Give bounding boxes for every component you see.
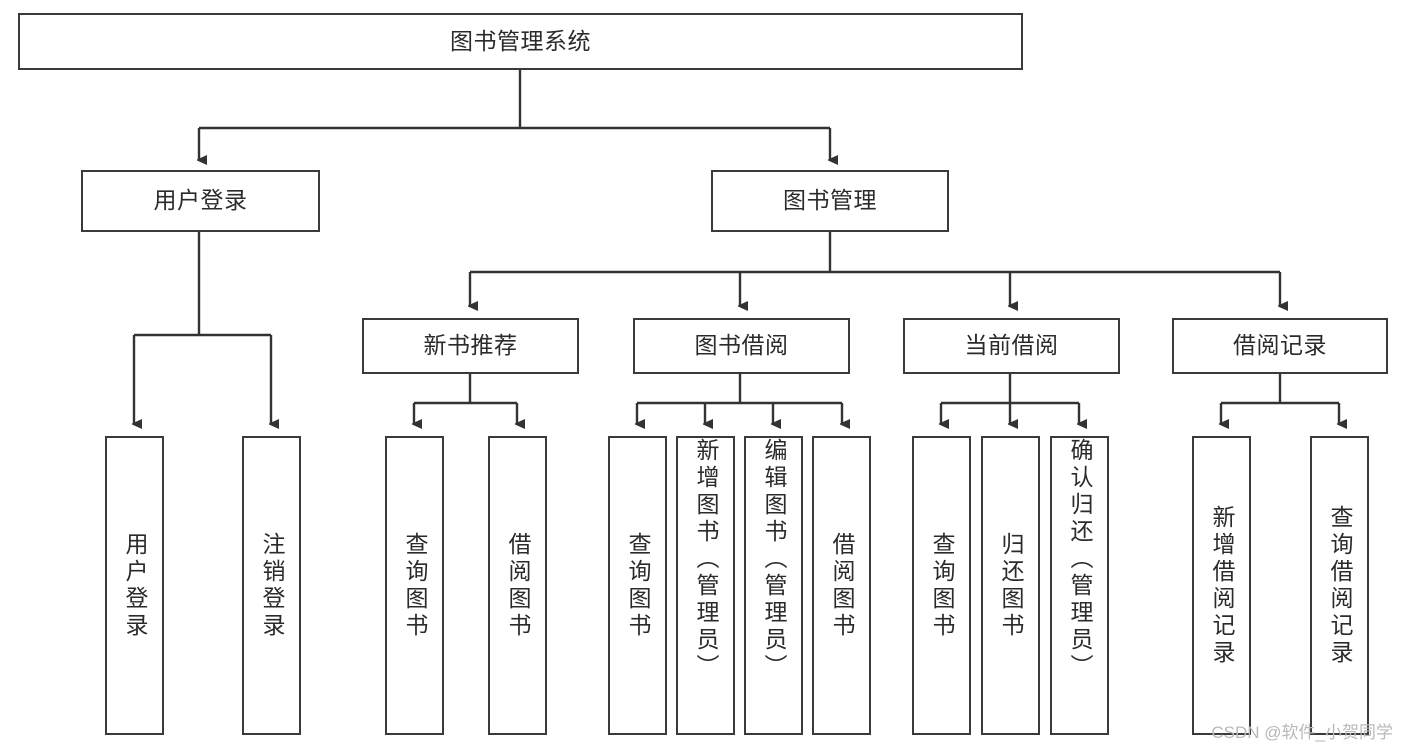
leaf-book-borrow-edit[interactable]: 编辑图书（管理员） bbox=[744, 436, 803, 735]
node-book-borrow-label: 图书借阅 bbox=[694, 332, 789, 359]
node-user-login-label: 用户登录 bbox=[153, 187, 248, 214]
leaf-label: 新增图书（管理员） bbox=[693, 438, 719, 681]
leaf-current-borrow-query[interactable]: 查询图书 bbox=[912, 436, 971, 735]
node-new-book-recommend-label: 新书推荐 bbox=[423, 332, 518, 359]
leaf-label: 查询图书 bbox=[402, 531, 428, 640]
leaf-new-book-query[interactable]: 查询图书 bbox=[385, 436, 444, 735]
leaf-current-borrow-confirm-return[interactable]: 确认归还（管理员） bbox=[1050, 436, 1109, 735]
leaf-user-login-logout[interactable]: 注销登录 bbox=[242, 436, 301, 735]
leaf-label: 编辑图书（管理员） bbox=[761, 438, 787, 681]
node-current-borrow[interactable]: 当前借阅 bbox=[903, 318, 1120, 374]
leaf-new-book-borrow[interactable]: 借阅图书 bbox=[488, 436, 547, 735]
node-new-book-recommend[interactable]: 新书推荐 bbox=[362, 318, 579, 374]
leaf-user-login-login[interactable]: 用户登录 bbox=[105, 436, 164, 735]
leaf-book-borrow-query[interactable]: 查询图书 bbox=[608, 436, 667, 735]
node-book-management[interactable]: 图书管理 bbox=[711, 170, 949, 232]
leaf-label: 注销登录 bbox=[259, 531, 285, 640]
node-book-borrow[interactable]: 图书借阅 bbox=[633, 318, 850, 374]
leaf-label: 借阅图书 bbox=[829, 531, 855, 640]
node-borrow-record[interactable]: 借阅记录 bbox=[1172, 318, 1388, 374]
node-book-management-label: 图书管理 bbox=[783, 187, 877, 214]
watermark-text: CSDN @软件_小贺同学 bbox=[1211, 723, 1393, 742]
leaf-label: 归还图书 bbox=[998, 531, 1024, 640]
leaf-label: 借阅图书 bbox=[505, 531, 531, 640]
leaf-book-borrow-borrow[interactable]: 借阅图书 bbox=[812, 436, 871, 735]
node-user-login[interactable]: 用户登录 bbox=[81, 170, 320, 232]
node-root-label: 图书管理系统 bbox=[450, 27, 591, 54]
leaf-label: 查询图书 bbox=[929, 531, 955, 640]
node-borrow-record-label: 借阅记录 bbox=[1233, 332, 1327, 359]
leaf-borrow-record-query[interactable]: 查询借阅记录 bbox=[1310, 436, 1369, 735]
leaf-label: 用户登录 bbox=[122, 531, 148, 640]
node-current-borrow-label: 当前借阅 bbox=[964, 332, 1059, 359]
leaf-borrow-record-add[interactable]: 新增借阅记录 bbox=[1192, 436, 1251, 735]
leaf-book-borrow-add[interactable]: 新增图书（管理员） bbox=[676, 436, 735, 735]
leaf-label: 确认归还（管理员） bbox=[1067, 438, 1093, 681]
leaf-label: 新增借阅记录 bbox=[1209, 504, 1235, 667]
leaf-current-borrow-return[interactable]: 归还图书 bbox=[981, 436, 1040, 735]
leaf-label: 查询借阅记录 bbox=[1327, 504, 1353, 667]
leaf-label: 查询图书 bbox=[625, 531, 651, 640]
node-root[interactable]: 图书管理系统 bbox=[18, 13, 1023, 70]
